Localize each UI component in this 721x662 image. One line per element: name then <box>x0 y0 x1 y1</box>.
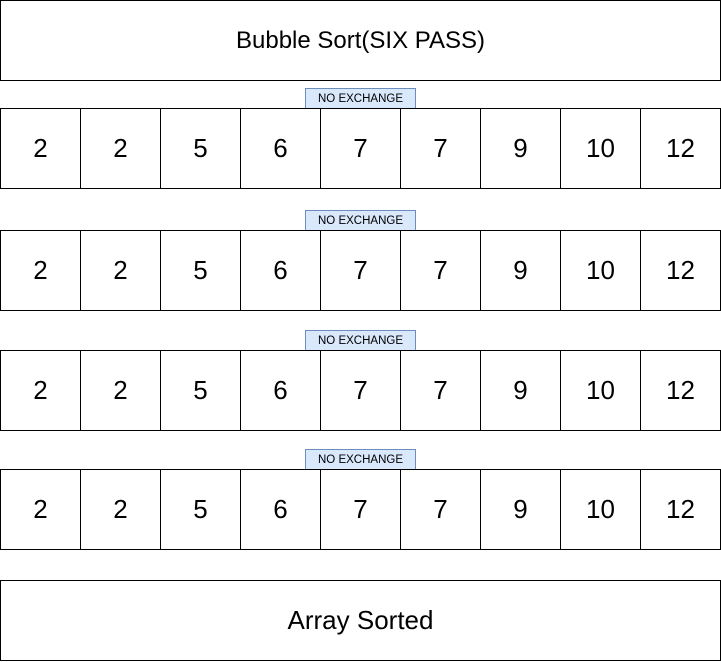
pass-4-array: 2 2 5 6 7 7 9 10 12 <box>0 469 721 550</box>
pass-2-array: 2 2 5 6 7 7 9 10 12 <box>0 230 721 311</box>
pass-1-array: 2 2 5 6 7 7 9 10 12 <box>0 108 721 189</box>
array-cell: 5 <box>160 469 241 550</box>
array-cell: 12 <box>640 469 721 550</box>
array-cell: 7 <box>320 108 401 189</box>
array-cell: 6 <box>240 350 321 431</box>
result-box: Array Sorted <box>0 580 721 661</box>
pass-3-badge: NO EXCHANGE <box>305 330 416 351</box>
array-cell: 7 <box>320 469 401 550</box>
array-cell: 2 <box>0 469 81 550</box>
pass-4-badge: NO EXCHANGE <box>305 449 416 470</box>
array-cell: 7 <box>320 230 401 311</box>
array-cell: 2 <box>0 350 81 431</box>
array-cell: 10 <box>560 230 641 311</box>
array-cell: 5 <box>160 108 241 189</box>
pass-1-badge: NO EXCHANGE <box>305 88 416 109</box>
array-cell: 2 <box>80 469 161 550</box>
array-cell: 2 <box>0 108 81 189</box>
array-cell: 10 <box>560 108 641 189</box>
array-cell: 9 <box>480 350 561 431</box>
array-cell: 7 <box>320 350 401 431</box>
array-cell: 10 <box>560 350 641 431</box>
array-cell: 2 <box>0 230 81 311</box>
array-cell: 6 <box>240 230 321 311</box>
array-cell: 9 <box>480 230 561 311</box>
array-cell: 9 <box>480 469 561 550</box>
array-cell: 7 <box>400 230 481 311</box>
array-cell: 5 <box>160 350 241 431</box>
array-cell: 2 <box>80 350 161 431</box>
array-cell: 6 <box>240 469 321 550</box>
array-cell: 12 <box>640 350 721 431</box>
array-cell: 2 <box>80 230 161 311</box>
array-cell: 7 <box>400 108 481 189</box>
array-cell: 7 <box>400 350 481 431</box>
pass-2-badge: NO EXCHANGE <box>305 210 416 231</box>
array-cell: 2 <box>80 108 161 189</box>
diagram-title: Bubble Sort(SIX PASS) <box>0 0 721 81</box>
array-cell: 10 <box>560 469 641 550</box>
array-cell: 7 <box>400 469 481 550</box>
pass-3-array: 2 2 5 6 7 7 9 10 12 <box>0 350 721 431</box>
array-cell: 5 <box>160 230 241 311</box>
array-cell: 12 <box>640 108 721 189</box>
array-cell: 6 <box>240 108 321 189</box>
array-cell: 12 <box>640 230 721 311</box>
array-cell: 9 <box>480 108 561 189</box>
